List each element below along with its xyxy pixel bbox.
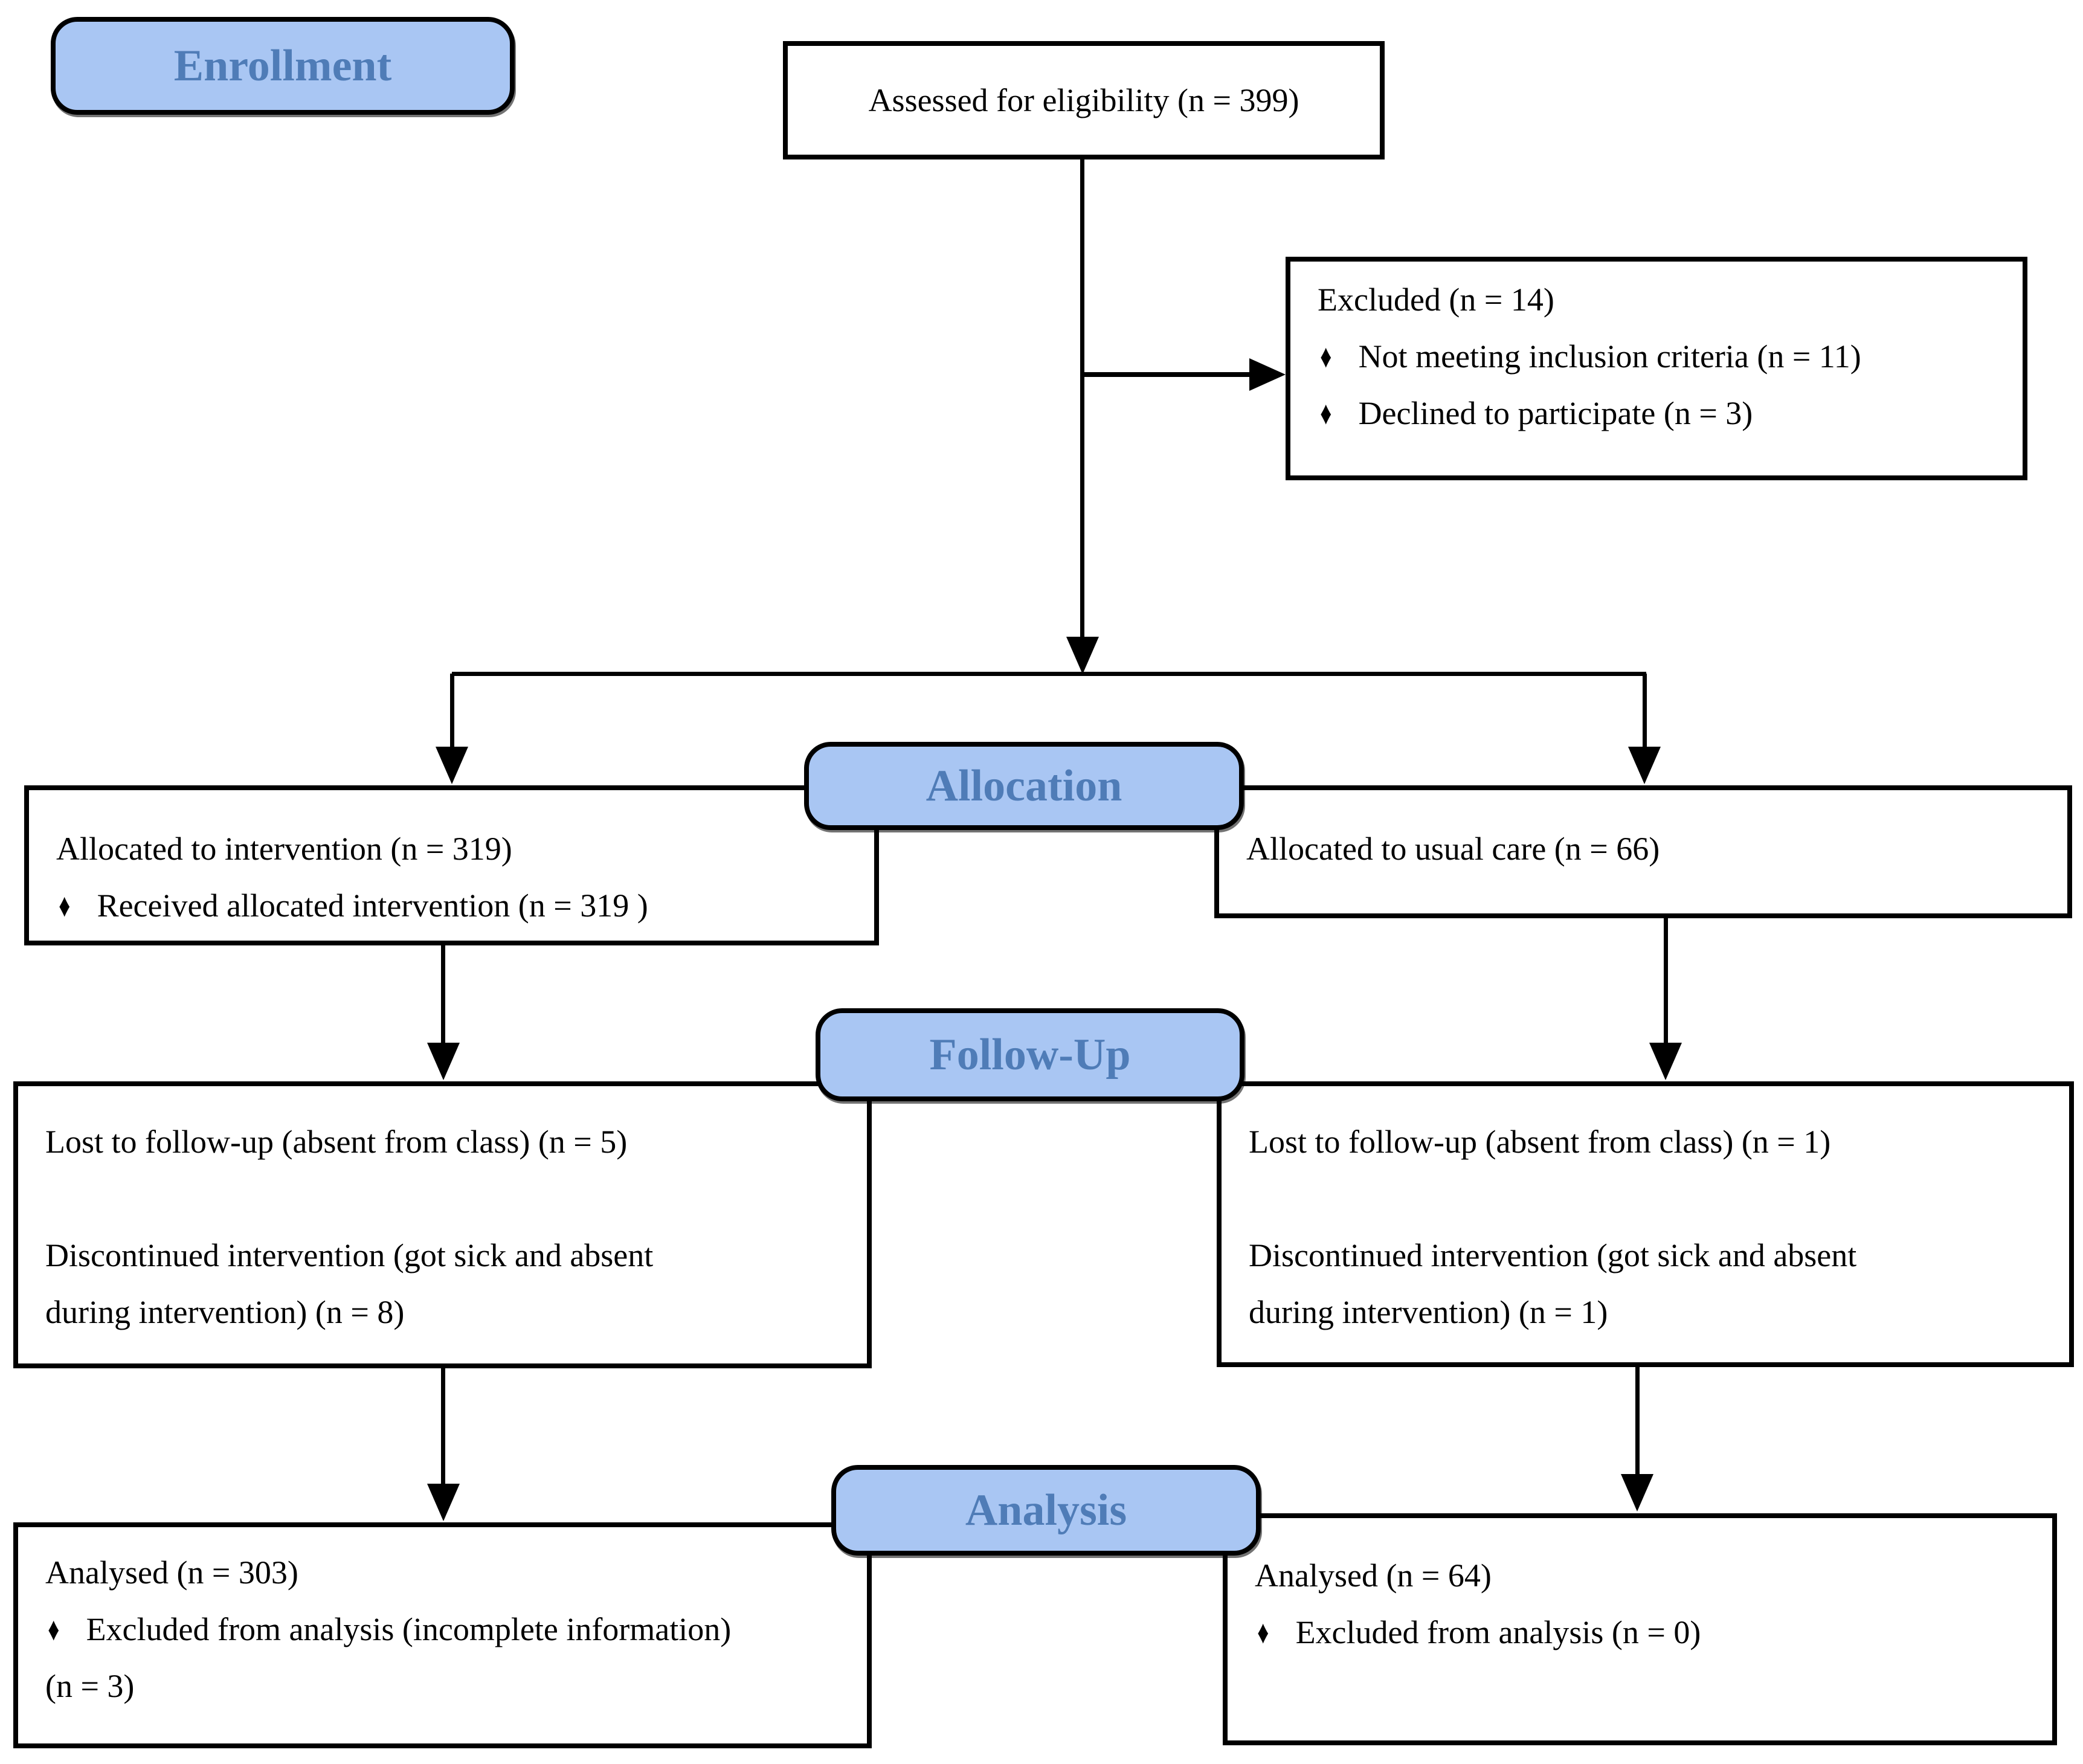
analysed-intervention-box: Analysed (n = 303) ♦Excluded from analys… [13,1522,872,1748]
split-bar-line [452,672,1646,676]
allocated-intervention-box: Allocated to intervention (n = 319) ♦Rec… [24,785,879,945]
box-line: Allocated to intervention (n = 319) [56,831,512,867]
box-line: Lost to follow-up (absent from class) (n… [1249,1124,1831,1160]
stage-label-text: Follow-Up [929,1029,1131,1080]
arrowhead-right-icon [1249,358,1286,391]
arrowhead-down-icon [436,747,468,784]
connector-line [441,945,445,1043]
arrowhead-down-icon [427,1484,460,1521]
diamond-bullet-icon: ♦ [1320,338,1332,375]
blank-line [1249,1170,2045,1227]
stage-label-text: Analysis [965,1485,1127,1535]
connector-line [1083,372,1253,377]
box-line: during intervention) (n = 8) [45,1294,405,1330]
stage-label-text: Enrollment [173,40,392,91]
diamond-bullet-icon: ♦ [48,1611,60,1647]
diamond-bullet-icon: ♦ [1320,395,1332,431]
blank-line [45,1170,843,1227]
allocated-usual-care-box: Allocated to usual care (n = 66) [1214,785,2072,918]
connector-line [1080,159,1084,637]
stage-label-text: Allocation [926,761,1122,811]
arrowhead-down-icon [1621,1474,1653,1511]
box-line: during intervention) (n = 1) [1249,1294,1608,1330]
arrowhead-down-icon [1628,747,1661,784]
stage-label-analysis: Analysis [831,1465,1261,1556]
connector-line [450,674,454,747]
box-line: ♦Declined to participate (n = 3) [1318,385,1998,442]
box-line: ♦Excluded from analysis (incomplete info… [45,1601,843,1658]
connector-line [1664,917,1668,1043]
stage-label-allocation: Allocation [804,742,1244,830]
analysed-usual-care-box: Analysed (n = 64) ♦Excluded from analysi… [1223,1513,2057,1745]
box-line: Lost to follow-up (absent from class) (n… [45,1124,628,1160]
arrowhead-down-icon [1649,1043,1682,1080]
box-line: (n = 3) [45,1668,135,1704]
box-line: Excluded (n = 14) [1318,282,1554,318]
arrowhead-down-icon [427,1043,460,1080]
box-line: ♦Received allocated intervention (n = 31… [56,877,850,934]
diamond-bullet-icon: ♦ [1257,1614,1269,1650]
connector-line [441,1368,445,1484]
connector-line [1643,674,1647,747]
assessed-eligibility-box: Assessed for eligibility (n = 399) [783,41,1385,159]
box-line: Allocated to usual care (n = 66) [1246,831,1660,867]
box-line: ♦Not meeting inclusion criteria (n = 11) [1318,328,1998,385]
stage-label-enrollment: Enrollment [51,17,515,115]
excluded-box: Excluded (n = 14) ♦Not meeting inclusion… [1286,257,2027,480]
box-line: Discontinued intervention (got sick and … [1249,1237,1857,1273]
box-line: Discontinued intervention (got sick and … [45,1237,654,1273]
followup-usual-care-box: Lost to follow-up (absent from class) (n… [1217,1081,2074,1367]
followup-intervention-box: Lost to follow-up (absent from class) (n… [13,1081,872,1368]
connector-line [1635,1367,1640,1475]
box-line: ♦Excluded from analysis (n = 0) [1255,1604,2028,1661]
stage-label-followup: Follow-Up [816,1008,1244,1101]
box-line: Analysed (n = 64) [1255,1557,1492,1594]
diamond-bullet-icon: ♦ [59,887,71,924]
arrowhead-down-icon [1066,637,1099,674]
box-line: Assessed for eligibility (n = 399) [868,82,1299,118]
box-line: Analysed (n = 303) [45,1554,298,1591]
